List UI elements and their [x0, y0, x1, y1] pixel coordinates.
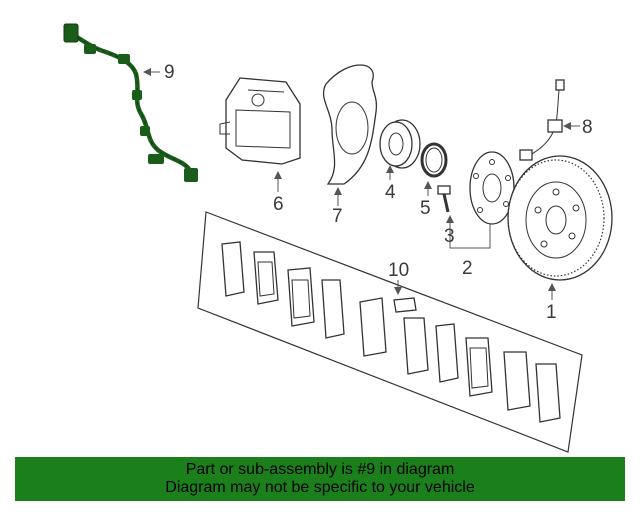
parts-diagram: 9 8 6 7 4 5: [63, 23, 613, 453]
callout-2: 2: [462, 258, 473, 279]
callout-4: 4: [385, 182, 396, 203]
brake-caliper[interactable]: [219, 77, 301, 165]
callout-1: 1: [546, 302, 557, 323]
hub-bolt[interactable]: [437, 185, 451, 213]
callout-3: 3: [444, 226, 455, 247]
callout-9: 9: [164, 62, 175, 83]
brake-pad-shapes: [221, 241, 561, 423]
brake-splash-shield[interactable]: [322, 64, 378, 185]
callout-8: 8: [582, 117, 593, 138]
banner-line-2: Diagram may not be specific to your vehi…: [165, 479, 475, 496]
wheel-speed-sensor-wire[interactable]: [63, 23, 198, 182]
info-banner: Part or sub-assembly is #9 in diagram Di…: [15, 457, 625, 501]
callout-bracket-2-3: [449, 228, 491, 249]
callout-5: 5: [420, 198, 431, 219]
banner-line-1: Part or sub-assembly is #9 in diagram: [185, 461, 455, 478]
snap-ring[interactable]: [420, 142, 448, 178]
callout-6: 6: [273, 194, 284, 215]
brake-rotor[interactable]: [507, 155, 613, 281]
hub-bearing[interactable]: [379, 119, 421, 169]
wheel-hub[interactable]: [469, 151, 515, 225]
brake-pad-kit[interactable]: [197, 211, 583, 453]
callout-7: 7: [332, 206, 343, 227]
callout-10: 10: [388, 260, 409, 281]
speed-sensor[interactable]: [519, 79, 565, 161]
